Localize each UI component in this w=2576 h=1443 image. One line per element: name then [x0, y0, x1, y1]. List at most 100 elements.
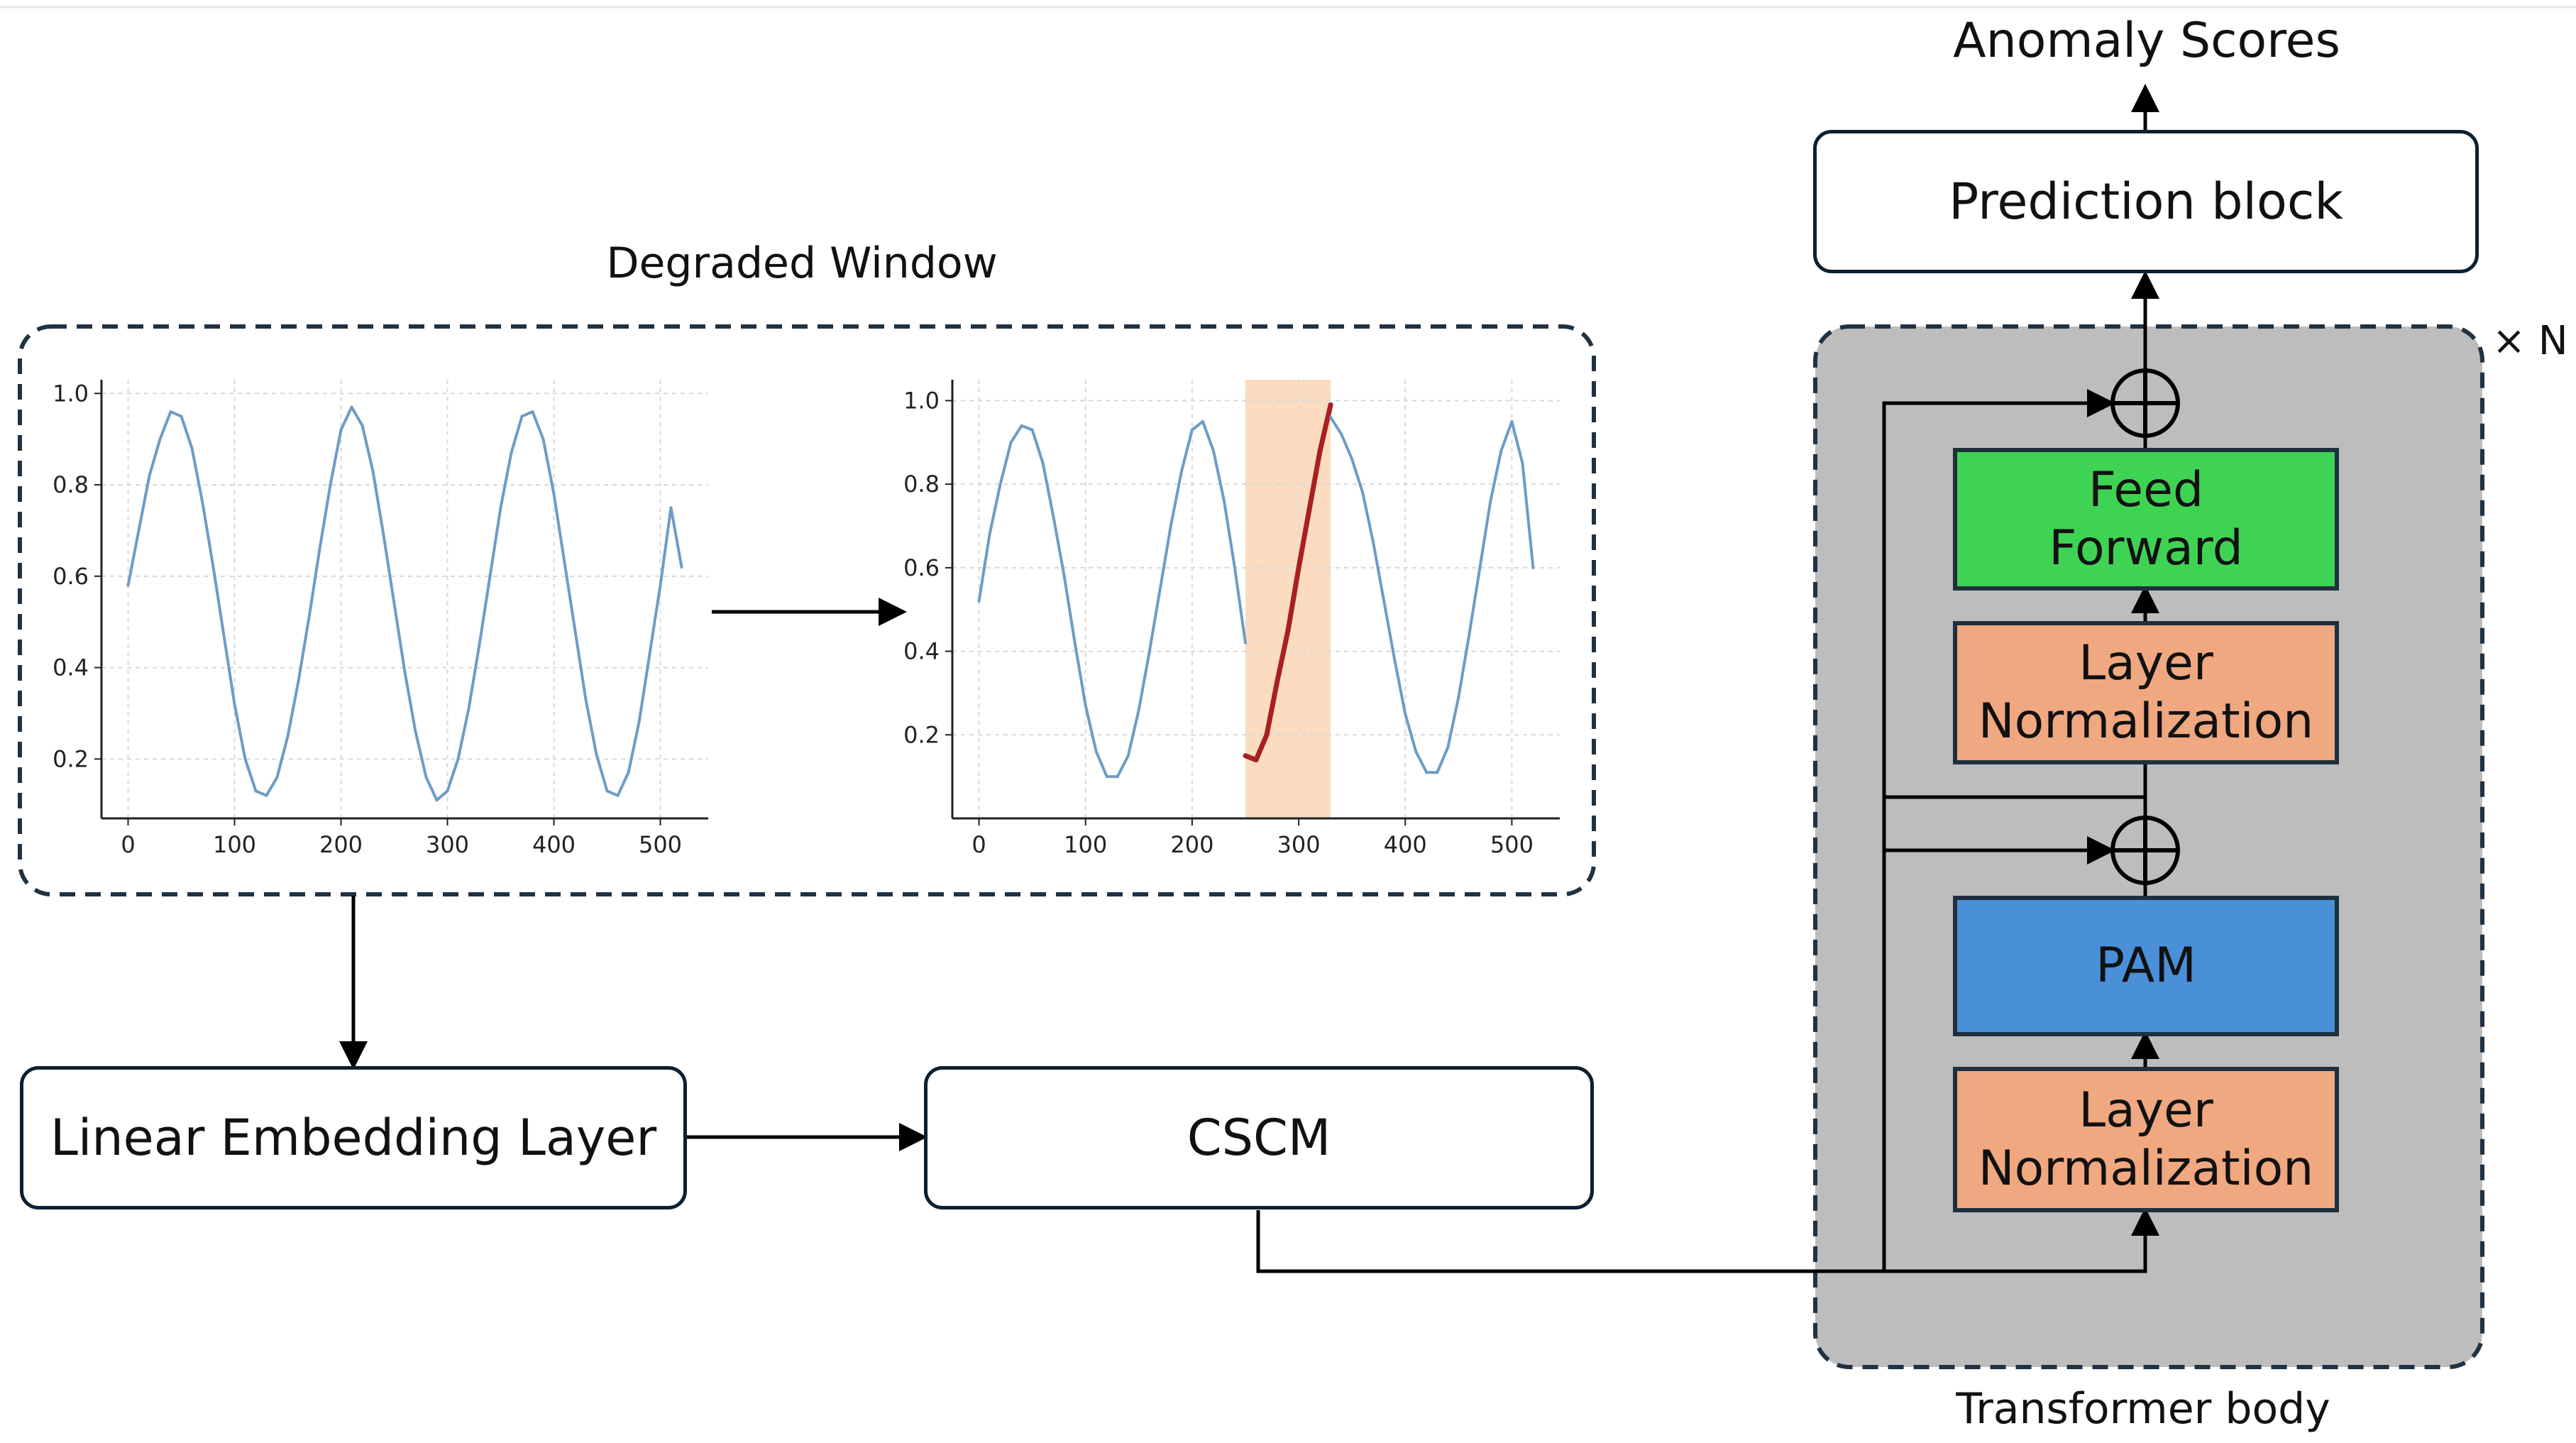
data-point: [1233, 566, 1236, 569]
data-point: [1105, 775, 1108, 779]
data-point: [307, 615, 311, 619]
data-point: [1510, 419, 1514, 423]
data-point: [595, 752, 598, 756]
data-point: [1296, 565, 1301, 571]
x-tick-label: 200: [1170, 831, 1213, 858]
data-point: [488, 574, 492, 578]
feed-forward-block: Feed Forward: [1953, 448, 2339, 591]
data-point: [1264, 732, 1270, 737]
layer-norm-line2: Normalization: [1978, 693, 2314, 750]
data-point: [520, 415, 524, 418]
cscm-block: CSCM: [924, 1066, 1594, 1209]
data-point: [201, 501, 204, 505]
data-point: [371, 469, 375, 473]
data-point: [233, 703, 236, 706]
x-tick-label: 100: [213, 831, 256, 858]
feed-forward-line1: Feed: [2088, 461, 2204, 518]
x-tick-label: 0: [971, 831, 986, 858]
data-point: [265, 794, 268, 797]
data-point: [552, 492, 556, 495]
times-n-label: × N: [2492, 318, 2568, 364]
data-point: [1190, 428, 1194, 432]
data-point: [1425, 771, 1429, 774]
data-point: [222, 634, 226, 637]
data-point: [531, 410, 534, 414]
data-point: [1457, 696, 1460, 699]
layer-norm-line1: Layer: [2079, 1082, 2213, 1139]
data-point: [435, 799, 439, 802]
data-point: [573, 630, 577, 633]
data-point: [680, 565, 683, 569]
data-point: [478, 643, 481, 647]
degraded-window-label: Degraded Window: [606, 238, 998, 288]
residual-add-icon: [2110, 816, 2180, 885]
data-point: [190, 446, 194, 450]
data-point: [137, 529, 141, 532]
data-point: [424, 776, 428, 779]
data-point: [1041, 461, 1045, 465]
data-point: [1499, 449, 1503, 453]
data-point: [1350, 457, 1354, 461]
x-tick-label: 300: [1277, 831, 1321, 858]
data-point: [1073, 641, 1077, 644]
residual-add-icon: [2110, 368, 2180, 438]
data-point: [605, 789, 609, 793]
data-point: [988, 532, 991, 536]
data-point: [360, 424, 364, 427]
data-point: [499, 506, 502, 510]
data-point: [158, 437, 162, 441]
data-point: [1404, 712, 1407, 715]
data-point: [1201, 419, 1204, 423]
data-point: [1446, 745, 1450, 749]
cscm-to-transformer-line: [1256, 1207, 2159, 1273]
data-point: [243, 757, 247, 761]
linear-embedding-layer: Linear Embedding Layer: [20, 1066, 687, 1209]
layer-norm-line2: Normalization: [1978, 1140, 2314, 1197]
data-point: [616, 794, 620, 797]
data-point: [339, 428, 343, 432]
data-point: [1468, 633, 1471, 637]
data-point: [1147, 649, 1151, 653]
data-point: [1317, 448, 1323, 454]
prediction-block-label: Prediction block: [1949, 172, 2343, 231]
y-tick-label: 0.6: [903, 554, 940, 581]
data-point: [467, 707, 470, 710]
x-tick-label: 200: [319, 831, 363, 858]
data-point: [1275, 678, 1280, 684]
data-point: [1116, 775, 1119, 779]
series-line: [1329, 416, 1535, 774]
data-point: [318, 547, 321, 551]
data-point: [1052, 516, 1055, 520]
data-point: [403, 671, 407, 674]
data-point: [456, 757, 460, 761]
layer-norm-line1: Layer: [2079, 635, 2213, 692]
data-point: [148, 474, 151, 478]
data-point: [180, 415, 183, 418]
data-point: [998, 483, 1002, 486]
data-point: [392, 602, 396, 605]
data-point: [659, 583, 662, 587]
data-point: [1531, 566, 1535, 569]
data-point: [541, 437, 545, 441]
layer-normalization-block: Layer Normalization: [1953, 1067, 2339, 1212]
series-line: [977, 419, 1247, 779]
data-point: [1414, 750, 1418, 753]
data-point: [1030, 428, 1034, 432]
data-point: [1169, 525, 1172, 527]
data-point: [1436, 771, 1439, 774]
data-point: [1126, 754, 1130, 757]
data-point: [446, 789, 449, 793]
data-point: [1020, 424, 1023, 427]
data-point: [382, 533, 385, 537]
y-tick-label: 1.0: [903, 387, 940, 414]
y-tick-label: 0.2: [903, 721, 940, 748]
x-tick-label: 300: [426, 831, 469, 858]
y-tick-label: 0.4: [903, 638, 940, 665]
y-tick-label: 0.4: [53, 654, 89, 681]
x-tick-label: 400: [532, 831, 576, 858]
data-point: [1009, 441, 1013, 444]
data-point: [1243, 641, 1247, 644]
data-point: [1372, 541, 1375, 544]
